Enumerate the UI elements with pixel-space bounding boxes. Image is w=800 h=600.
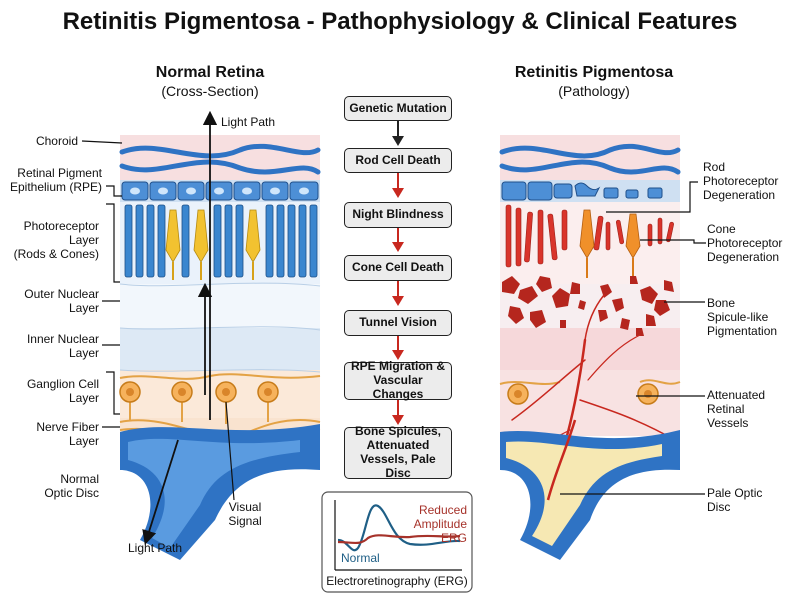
- page-title: Retinitis Pigmentosa - Pathophysiology &…: [62, 8, 738, 35]
- flow-step-tunnel-vision: Tunnel Vision: [344, 310, 452, 336]
- rod-cells: [124, 204, 318, 278]
- light-path-bottom-label: Light Path: [128, 541, 183, 555]
- visual-signal-label: Visual Signal: [228, 500, 262, 529]
- rp-label-attenuated-vessels: Attenuated Retinal Vessels: [707, 388, 766, 431]
- rp-degenerating-rods: [505, 204, 674, 268]
- layer-label-ganglion: Ganglion Cell Layer: [26, 377, 99, 406]
- rp-leader-lines: [560, 181, 706, 495]
- rp-label-rod-degeneration: Rod Photoreceptor Degeneration: [703, 160, 779, 203]
- layer-label-nerve-fiber: Nerve Fiber Layer: [36, 420, 99, 449]
- rp-degenerating-cones: [579, 209, 641, 280]
- normal-subheading: (Cross-Section): [161, 83, 259, 99]
- layer-label-outer-nuclear: Outer Nuclear Layer: [24, 287, 99, 316]
- layer-label-inner-nuclear: Inner Nuclear Layer: [26, 332, 99, 361]
- outer-nuclear-band: [120, 284, 320, 328]
- flow-connectors: [392, 121, 404, 425]
- flow-step-night-blindness: Night Blindness: [344, 202, 452, 228]
- rp-rpe-cells: [501, 181, 663, 201]
- erg-caption: Electroretinography (ERG): [326, 574, 468, 588]
- erg-reduced-trace: [337, 534, 461, 545]
- flow-step-final-signs: Bone Spicules, Attenuated Vessels, Pale …: [344, 425, 452, 480]
- normal-leader-lines: [81, 140, 123, 428]
- rp-label-cone-degeneration: Cone Photoreceptor Degeneration: [707, 222, 783, 265]
- rp-label-pale-disc: Pale Optic Disc: [707, 486, 763, 515]
- inner-nuclear-band: [120, 328, 320, 370]
- bone-spicule-pigment: [502, 276, 674, 336]
- flow-step-rpe-migration: RPE Migration & Vascular Changes: [344, 359, 452, 401]
- rpe-cells: [121, 181, 319, 201]
- erg-normal-label: Normal: [341, 551, 380, 565]
- flow-step-cone-cell-death: Cone Cell Death: [344, 255, 452, 281]
- normal-optic-disc: [120, 424, 320, 560]
- rp-subheading: (Pathology): [558, 83, 630, 99]
- layer-label-choroid: Choroid: [35, 134, 78, 148]
- rp-ganglion-cells: [499, 379, 681, 405]
- layer-label-optic-disc: Normal Optic Disc: [44, 472, 99, 501]
- layer-label-photoreceptor: Photoreceptor Layer (Rods & Cones): [13, 219, 99, 262]
- rp-retina-section: [499, 135, 681, 560]
- normal-heading: Normal Retina: [155, 64, 265, 81]
- pale-optic-disc: [500, 419, 680, 560]
- light-path-top-label: Light Path: [221, 115, 276, 129]
- erg-normal-trace: [337, 504, 461, 552]
- choroid-vessels: [119, 143, 321, 175]
- flow-step-rod-cell-death: Rod Cell Death: [344, 148, 452, 173]
- layer-label-rpe: Retinal Pigment Epithelium (RPE): [9, 166, 102, 195]
- visual-signal-leader: [225, 401, 235, 501]
- cone-cells: [165, 209, 261, 280]
- erg-reduced-label: Reduced Amplitude ERG: [413, 503, 467, 546]
- light-path-bottom-arrow: [142, 439, 179, 545]
- normal-retina-section: [119, 110, 321, 560]
- flow-step-genetic-mutation: Genetic Mutation: [344, 96, 452, 121]
- erg-panel: [321, 491, 473, 593]
- rp-heading: Retinitis Pigmentosa: [514, 64, 674, 81]
- rp-label-bone-spicule: Bone Spicule-like Pigmentation: [707, 296, 778, 339]
